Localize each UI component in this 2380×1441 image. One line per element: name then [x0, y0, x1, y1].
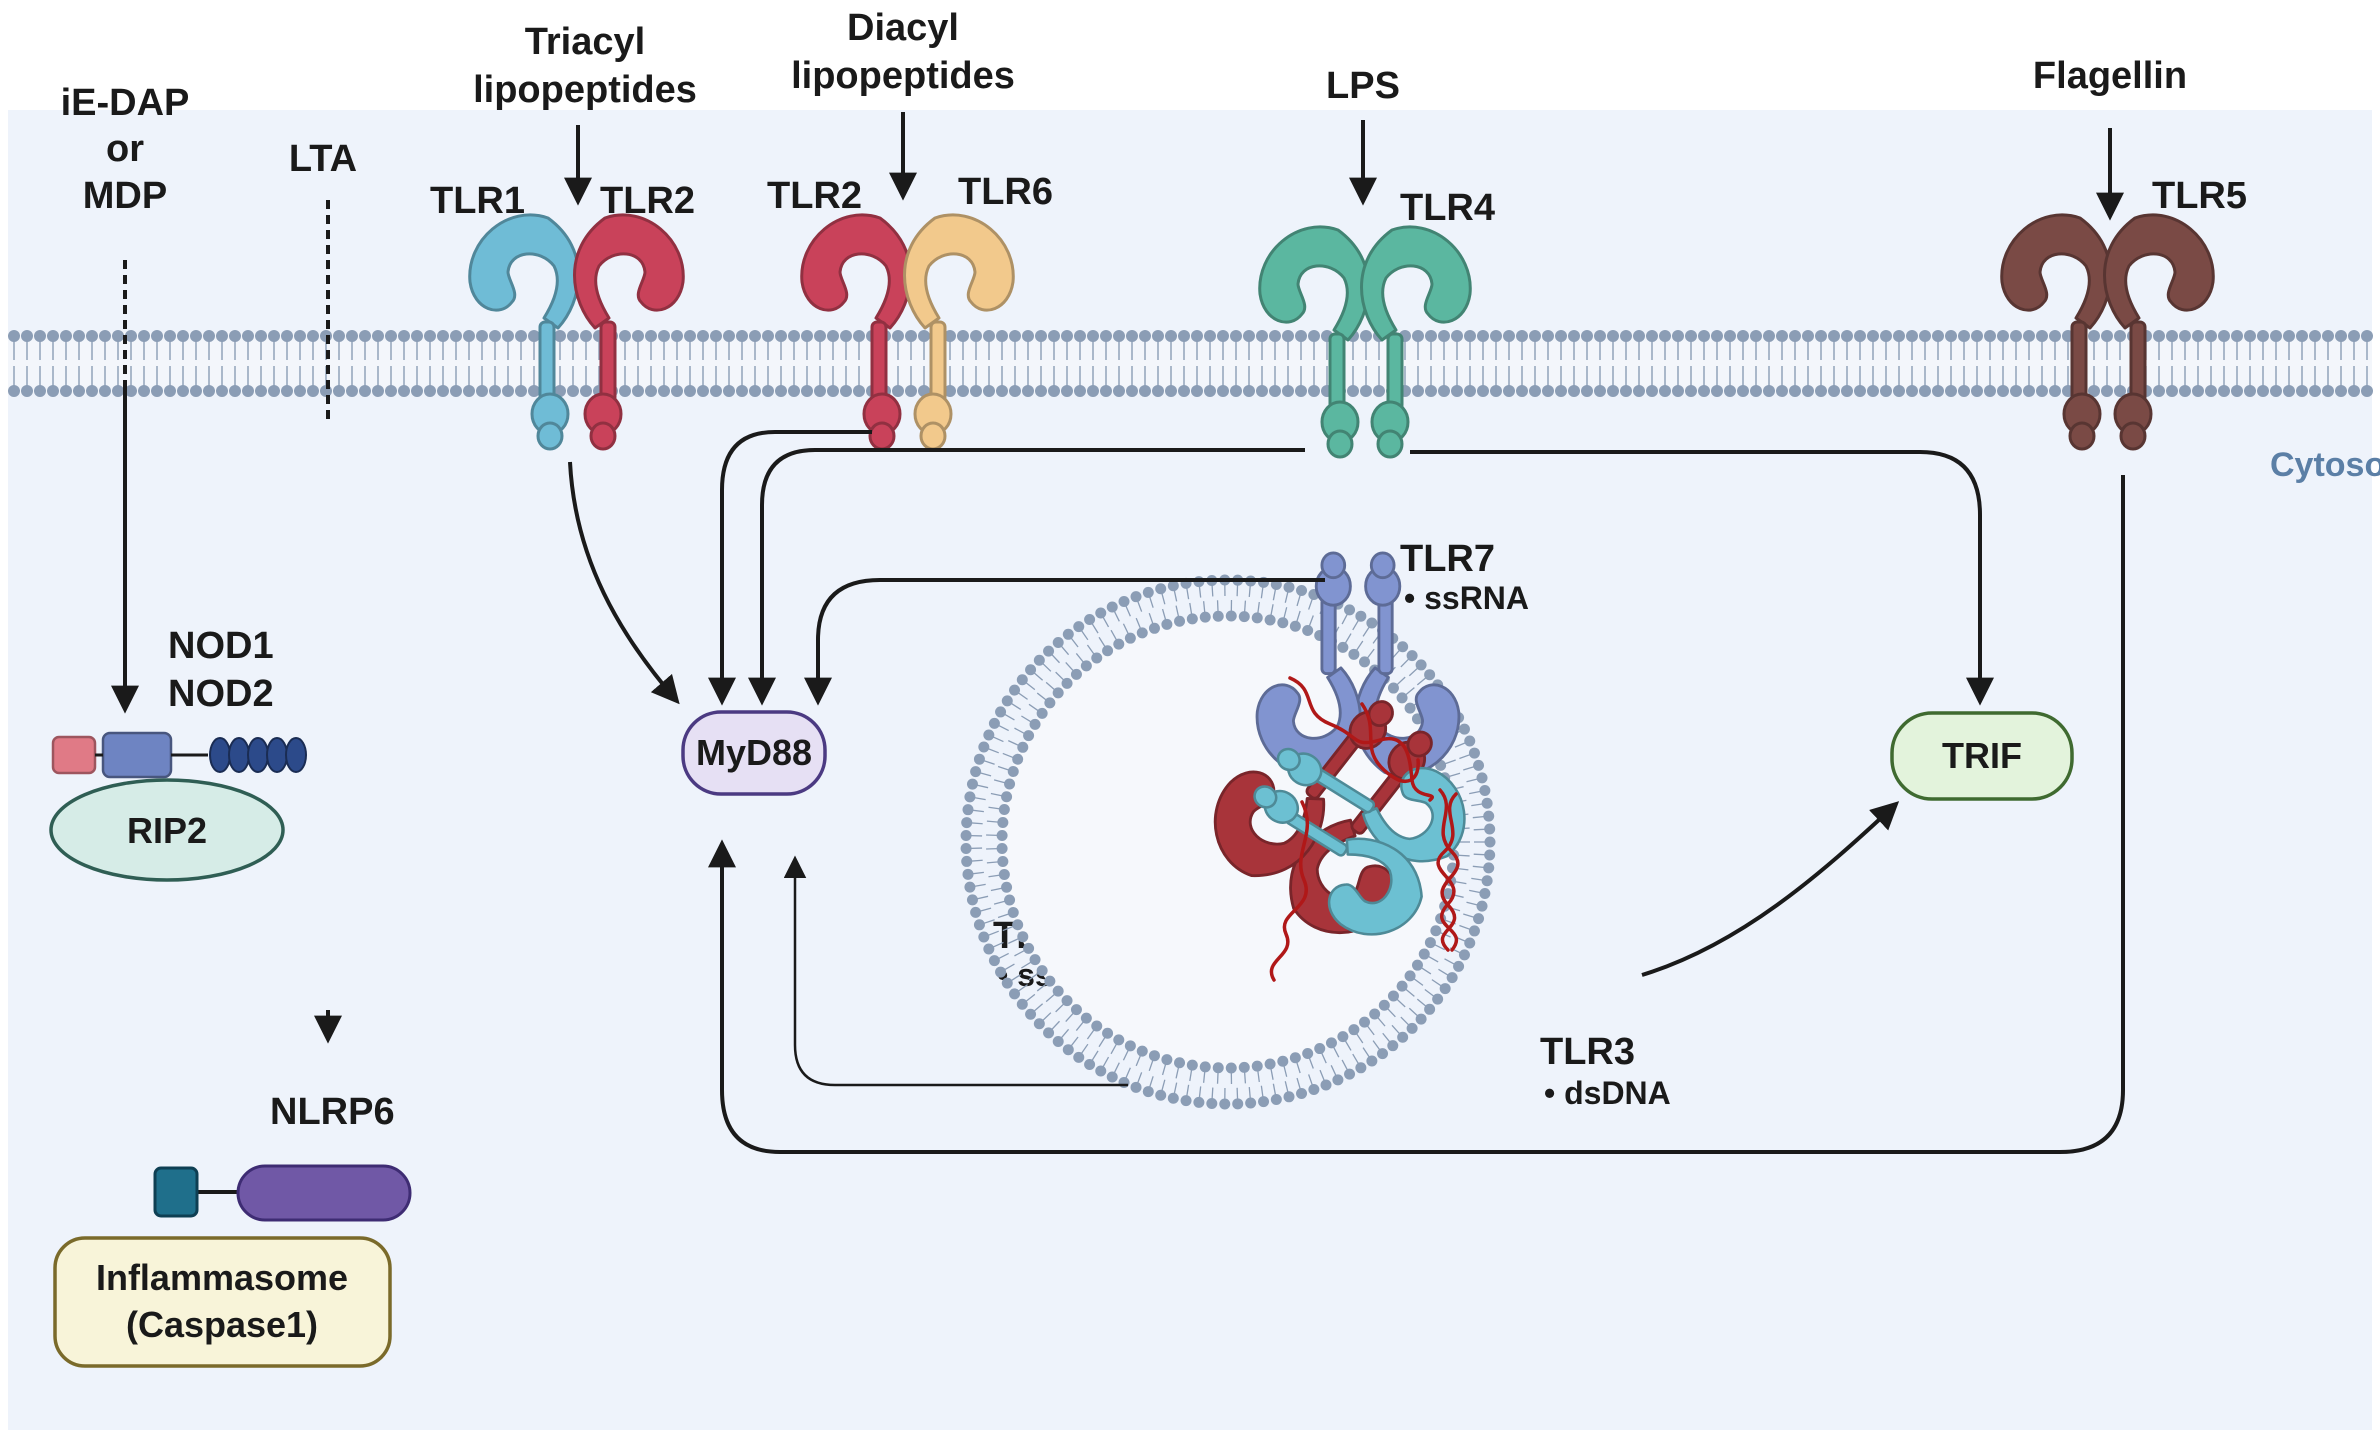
rip2-label: RIP2: [127, 810, 207, 851]
ligand-lta: LTA: [289, 138, 357, 180]
tlr2-label-b: TLR2: [767, 175, 862, 217]
nlrp6-label: NLRP6: [270, 1091, 395, 1133]
nod1-label: NOD1: [168, 625, 274, 667]
nod2-label: NOD2: [168, 673, 274, 715]
ligand-diacyl-lipopeptides: lipopeptides: [791, 55, 1015, 97]
ligand-triacyl-lipopeptides: lipopeptides: [473, 69, 697, 111]
tlr7-ligand: • ssRNA: [1404, 580, 1529, 616]
plasma-membrane: [8, 330, 2373, 397]
tlr3-ligand: • dsDNA: [1544, 1075, 1671, 1111]
ligand-iedap: iE-DAP: [61, 82, 190, 124]
nlrp6-pyrin-domain: [155, 1168, 197, 1216]
myd88-node: MyD88: [683, 712, 825, 794]
ligand-flagellin: Flagellin: [2033, 55, 2187, 97]
ligand-mdp: MDP: [83, 175, 167, 217]
tlr1-label: TLR1: [430, 180, 525, 222]
tlr2-label-a: TLR2: [600, 180, 695, 222]
myd88-label: MyD88: [696, 732, 812, 773]
tlr4-label: TLR4: [1400, 187, 1495, 229]
tlr6-label: TLR6: [958, 171, 1053, 213]
ligand-triacyl: Triacyl: [525, 21, 645, 63]
trif-label: TRIF: [1942, 735, 2022, 776]
nlrp6-body: [238, 1166, 410, 1220]
tlr5-label: TLR5: [2152, 175, 2247, 217]
ligand-diacyl: Diacyl: [847, 7, 959, 49]
ligand-lps: LPS: [1326, 65, 1400, 107]
tlr3-label: TLR3: [1540, 1031, 1635, 1073]
trif-node: TRIF: [1892, 713, 2072, 799]
tlr7-label: TLR7: [1400, 538, 1495, 580]
cytosol-label: Cytosol: [2270, 446, 2380, 484]
caspase1-label: (Caspase1): [126, 1304, 318, 1345]
inflammasome-label: Inflammasome: [96, 1257, 348, 1298]
ligand-or: or: [106, 128, 144, 170]
